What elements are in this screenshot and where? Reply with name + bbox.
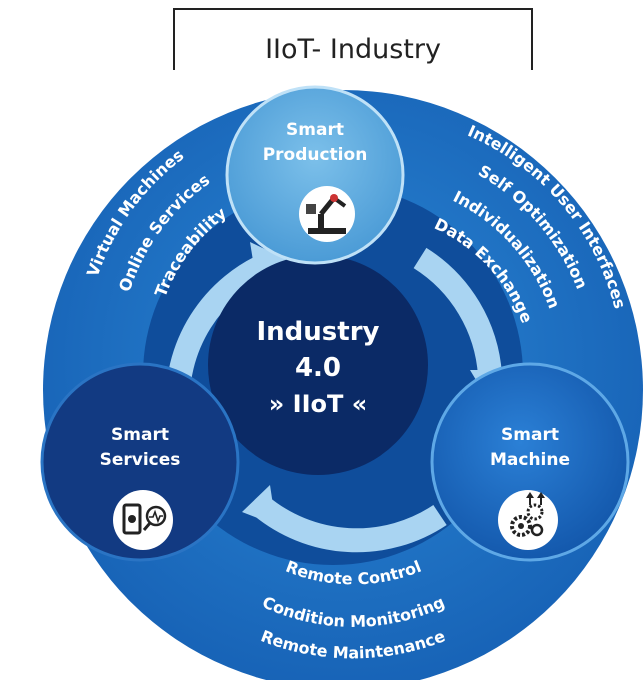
arrow-machine-to-services — [252, 495, 447, 553]
arrow-head-services — [242, 485, 276, 525]
smart-services-node — [40, 362, 240, 562]
arrow-production-to-machine — [413, 247, 502, 377]
smart-services-line-2: Services — [100, 450, 181, 470]
robot-arm-icon — [299, 186, 355, 242]
smart-services-line-1: Smart — [111, 425, 169, 445]
title-box: IIoT- Industry — [173, 8, 533, 70]
app-settings-icon — [113, 490, 173, 550]
smart-machine-line-1: Smart — [501, 425, 559, 445]
smart-production-line-1: Smart — [286, 120, 344, 140]
page-title: IIoT- Industry — [265, 34, 441, 65]
smart-production-line-2: Production — [263, 145, 368, 165]
smart-machine-line-2: Machine — [490, 450, 570, 470]
gears-icon — [498, 490, 558, 550]
center-line-2: 4.0 — [295, 353, 341, 383]
center-line-1: Industry — [257, 317, 380, 347]
smart-production-node — [225, 85, 405, 265]
smart-machine-node — [430, 362, 630, 562]
center-circle — [208, 255, 428, 475]
center-line-3: » IIoT « — [269, 390, 367, 418]
